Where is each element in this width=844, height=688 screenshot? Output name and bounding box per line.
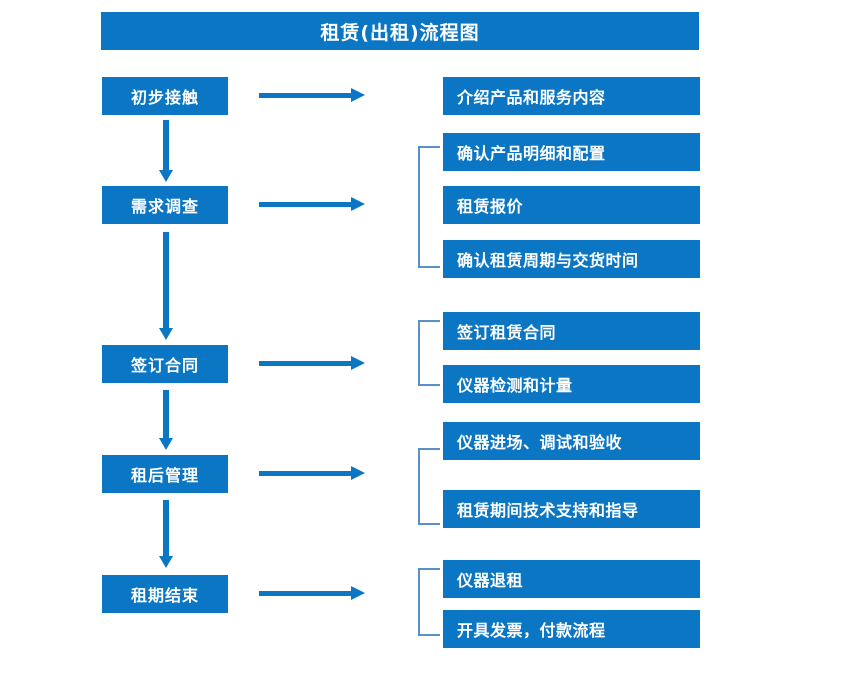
arrow-stage-4-to-stage-5 bbox=[158, 500, 174, 568]
arrow-shaft bbox=[163, 120, 169, 170]
stage-box-4[interactable]: 租后管理 bbox=[102, 455, 228, 493]
arrow-stage-2-to-tasks bbox=[259, 196, 365, 212]
task-box-4-2[interactable]: 租赁期间技术支持和指导 bbox=[443, 490, 700, 528]
task-box-2-2[interactable]: 租赁报价 bbox=[443, 186, 700, 224]
stage-box-3[interactable]: 签订合同 bbox=[102, 345, 228, 383]
stage-box-5[interactable]: 租期结束 bbox=[102, 575, 228, 613]
arrow-stage-3-to-stage-4 bbox=[158, 390, 174, 450]
arrow-head-down-icon bbox=[159, 328, 173, 340]
task-box-1-1[interactable]: 介绍产品和服务内容 bbox=[443, 77, 700, 115]
bracket-connector-stage-3 bbox=[418, 320, 440, 386]
arrow-head-right-icon bbox=[351, 88, 365, 102]
arrow-head-right-icon bbox=[351, 356, 365, 370]
arrow-head-down-icon bbox=[159, 438, 173, 450]
bracket-connector-stage-2 bbox=[418, 146, 440, 268]
task-box-4-1[interactable]: 仪器进场、调试和验收 bbox=[443, 422, 700, 460]
arrow-head-right-icon bbox=[351, 586, 365, 600]
arrow-shaft bbox=[259, 471, 352, 476]
arrow-shaft bbox=[259, 202, 352, 207]
task-box-5-2[interactable]: 开具发票，付款流程 bbox=[443, 610, 700, 648]
arrow-stage-3-to-tasks bbox=[259, 355, 365, 371]
task-box-3-1[interactable]: 签订租赁合同 bbox=[443, 312, 700, 350]
bracket-connector-stage-5 bbox=[418, 568, 440, 636]
task-box-2-1[interactable]: 确认产品明细和配置 bbox=[443, 133, 700, 171]
task-box-3-2[interactable]: 仪器检测和计量 bbox=[443, 365, 700, 403]
stage-box-2[interactable]: 需求调查 bbox=[102, 186, 228, 224]
bracket-connector-stage-4 bbox=[418, 448, 440, 525]
page-title: 租赁(出租)流程图 bbox=[101, 12, 699, 50]
arrow-head-right-icon bbox=[351, 466, 365, 480]
task-box-2-3[interactable]: 确认租赁周期与交货时间 bbox=[443, 240, 700, 278]
arrow-stage-1-to-tasks bbox=[259, 87, 365, 103]
arrow-shaft bbox=[259, 93, 352, 98]
arrow-stage-1-to-stage-2 bbox=[158, 120, 174, 182]
arrow-head-down-icon bbox=[159, 556, 173, 568]
arrow-shaft bbox=[163, 500, 169, 556]
stage-box-1[interactable]: 初步接触 bbox=[102, 77, 228, 115]
arrow-stage-5-to-tasks bbox=[259, 585, 365, 601]
arrow-shaft bbox=[163, 390, 169, 438]
arrow-shaft bbox=[259, 591, 352, 596]
task-box-5-1[interactable]: 仪器退租 bbox=[443, 560, 700, 598]
arrow-stage-2-to-stage-3 bbox=[158, 232, 174, 340]
arrow-head-right-icon bbox=[351, 197, 365, 211]
arrow-head-down-icon bbox=[159, 170, 173, 182]
arrow-shaft bbox=[163, 232, 169, 328]
arrow-shaft bbox=[259, 361, 352, 366]
arrow-stage-4-to-tasks bbox=[259, 465, 365, 481]
